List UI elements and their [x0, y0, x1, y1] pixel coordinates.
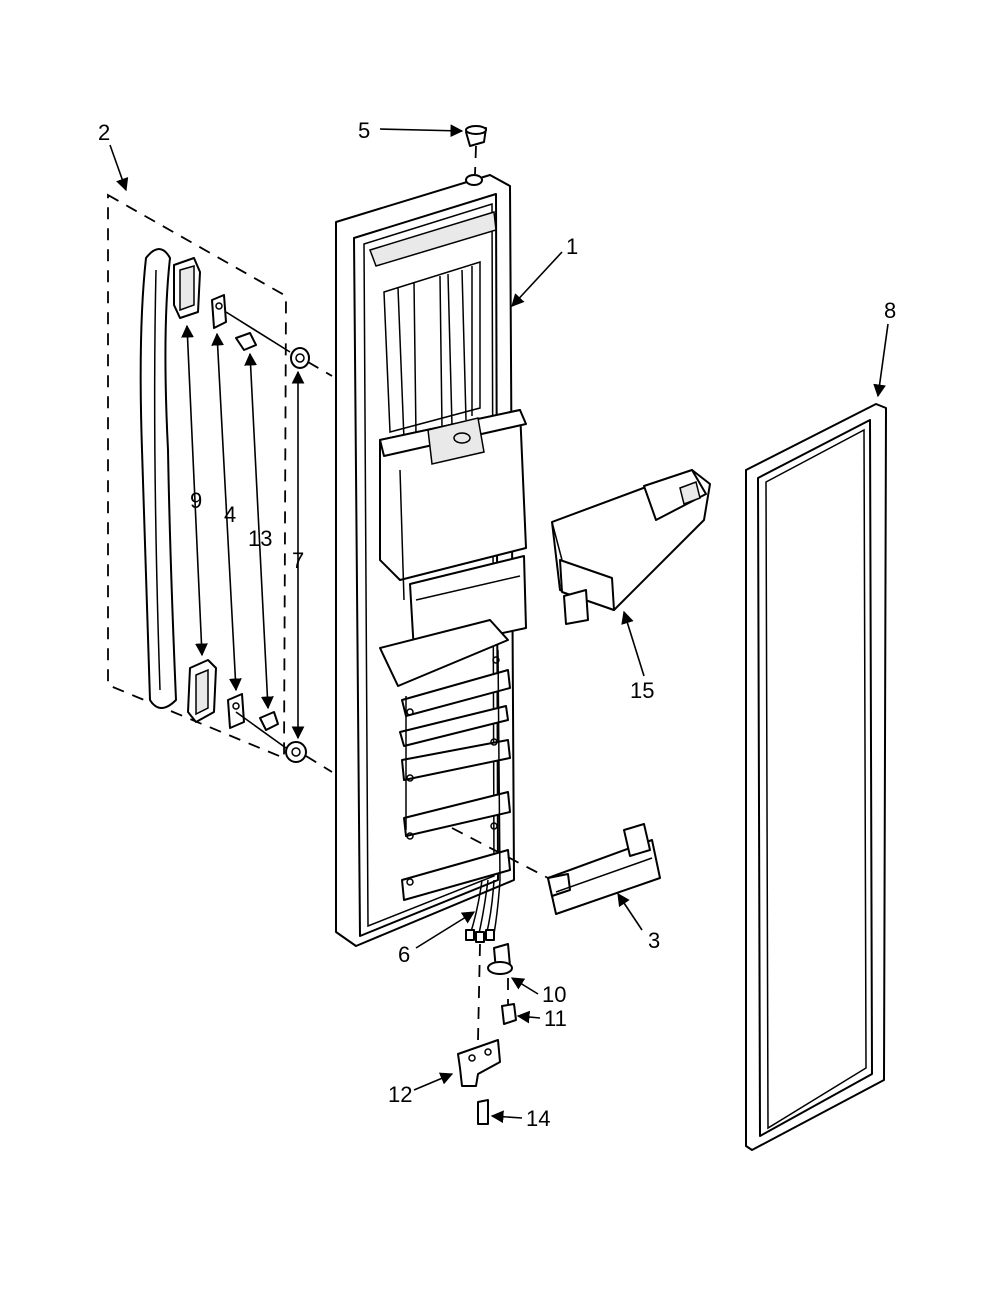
top-screw [235, 332, 257, 351]
hinge-pin [487, 943, 513, 975]
handle-bottom-end-cap [187, 659, 217, 723]
hinge-bottom-screw [477, 1099, 489, 1125]
handle-kit-dashed-outline [107, 193, 287, 760]
callout-4: 4 [224, 502, 236, 527]
callout-10: 10 [542, 982, 566, 1007]
callout-leaders [109, 124, 889, 1124]
handle-part [139, 248, 177, 709]
door-panel [335, 174, 527, 947]
callout-13: 13 [248, 526, 272, 551]
callout-7: 7 [292, 548, 304, 573]
callout-labels: 1 2 3 4 5 6 7 8 9 10 11 12 13 14 15 [98, 118, 896, 1131]
callout-12: 12 [388, 1082, 412, 1107]
callout-9: 9 [190, 488, 202, 513]
bottom-screw [259, 711, 279, 731]
callout-2: 2 [98, 120, 110, 145]
wiring-harness [465, 879, 501, 943]
door-gasket [745, 403, 887, 1151]
hinge-screw [501, 978, 517, 1025]
callout-15: 15 [630, 678, 654, 703]
callout-6: 6 [398, 942, 410, 967]
bottom-mounting-bracket [227, 693, 245, 729]
callout-8: 8 [884, 298, 896, 323]
handle-assembly-lines [181, 311, 333, 773]
callout-3: 3 [648, 928, 660, 953]
bottom-standoff [285, 741, 307, 763]
handle-top-end-cap [173, 257, 201, 319]
top-mounting-bracket [211, 294, 227, 329]
door-plug [465, 125, 487, 186]
door-bin-upper [551, 469, 711, 625]
callout-5: 5 [358, 118, 370, 143]
callout-11: 11 [544, 1006, 567, 1031]
lower-hinge [457, 943, 501, 1087]
callout-1: 1 [566, 234, 578, 259]
callout-14: 14 [526, 1106, 550, 1131]
top-standoff [290, 347, 310, 369]
door-bin-lower [451, 823, 661, 915]
